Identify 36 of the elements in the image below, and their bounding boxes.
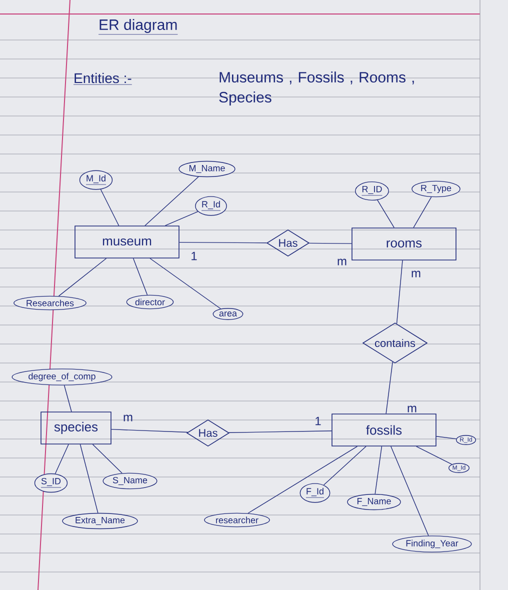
entity-list: Museums , Fossils , Rooms , Species <box>219 72 414 106</box>
title: ER diagram <box>98 19 178 35</box>
heading-label: Entities :- <box>73 72 132 85</box>
connector-line <box>179 242 268 244</box>
entity-box: species <box>40 412 112 444</box>
connector-line <box>323 446 366 486</box>
connector-line <box>64 385 72 412</box>
connector-line <box>132 258 148 296</box>
connector-line <box>413 196 432 228</box>
connector-line <box>390 446 429 536</box>
connector-line <box>386 362 393 414</box>
connector-line <box>436 436 457 440</box>
cardinality-label: 1 <box>192 252 197 260</box>
connector-line <box>100 189 120 226</box>
connector-line <box>308 242 352 244</box>
connector-line <box>54 444 69 474</box>
connector-line <box>416 446 452 465</box>
entity-box: fossils <box>332 414 436 446</box>
connector-line <box>248 446 358 514</box>
connector-line <box>58 258 107 296</box>
connector-line <box>377 200 394 228</box>
connector-line <box>80 444 98 514</box>
connector-line <box>92 444 122 474</box>
entity-box: museum <box>74 226 180 258</box>
cardinality-label: m <box>412 270 420 278</box>
cardinality-label: m <box>124 414 132 422</box>
connector-line <box>396 260 403 324</box>
connector-line <box>111 428 188 433</box>
connector-line <box>150 258 222 310</box>
cardinality-label: m <box>338 258 346 266</box>
connector-line <box>374 446 382 494</box>
cardinality-label: 1 <box>316 416 321 426</box>
connector-line <box>164 211 198 226</box>
connector-line <box>228 430 332 433</box>
connector-line <box>144 176 199 226</box>
entity-box: rooms <box>352 228 456 260</box>
